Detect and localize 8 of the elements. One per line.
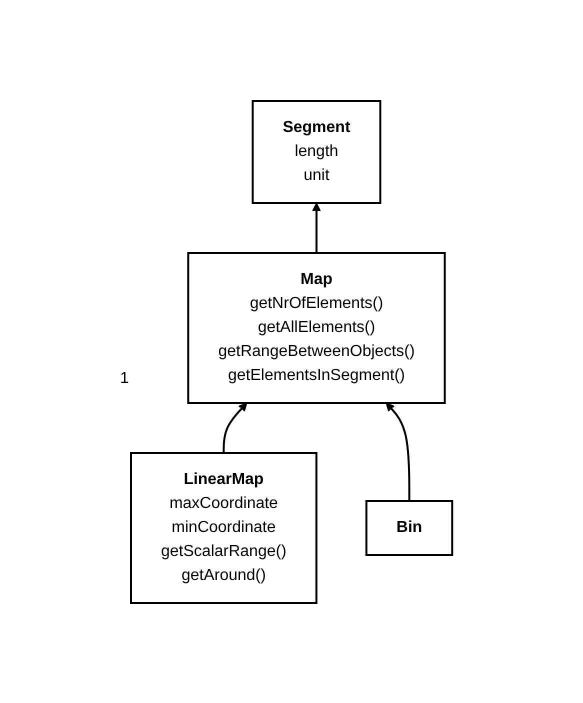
node-box: Map getNrOfElements() getAllElements() getRangeBetweenObjects() getElementsInSegment()	[187, 252, 446, 404]
node-box: Bin	[365, 500, 454, 556]
node-box: LinearMap maxCoordinate minCoordinate getScalarRange() getAround()	[130, 452, 318, 604]
arrow	[222, 402, 248, 452]
node-box: Segment length unit	[252, 100, 382, 204]
arrow	[312, 202, 321, 252]
arrow	[386, 402, 410, 500]
multiplicity-label: 1	[120, 370, 129, 388]
